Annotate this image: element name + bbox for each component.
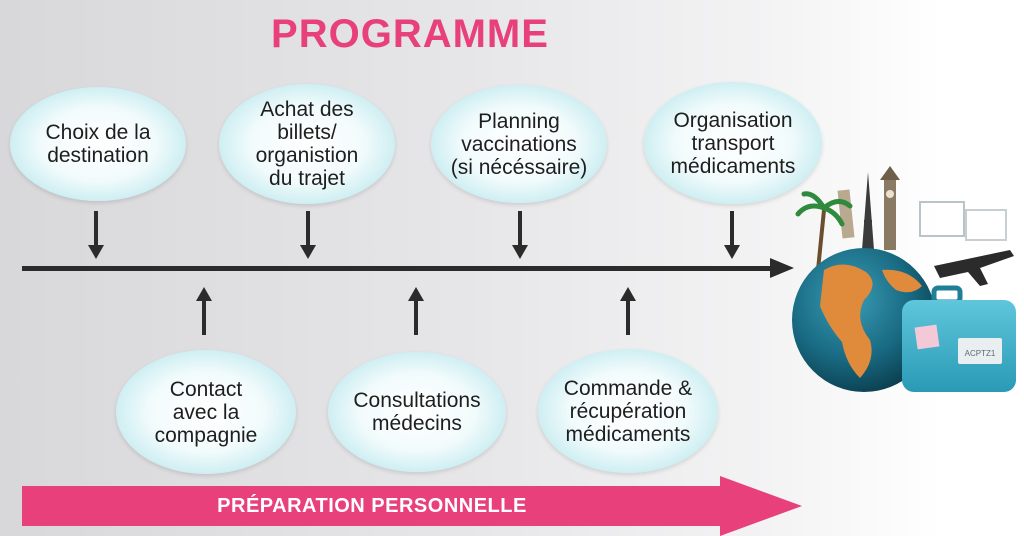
banner-arrowhead-icon: [720, 476, 802, 536]
step-commande-medicaments: Commande & récupération médicaments: [538, 349, 718, 473]
step-label: Commande & récupération médicaments: [563, 376, 693, 446]
page-title: PROGRAMME: [271, 12, 549, 56]
step-organisation-transport: Organisation transport médicaments: [644, 82, 822, 204]
big-ben-icon: [884, 180, 896, 250]
preparation-banner: PRÉPARATION PERSONNELLE: [22, 486, 722, 526]
timeline-line: [22, 266, 774, 271]
travel-globe-suitcase-icon: ACPTZ1: [792, 166, 1016, 392]
eiffel-tower-icon: [862, 172, 874, 250]
step-planning-vaccinations: Planning vaccinations (si nécéssaire): [431, 85, 607, 203]
stamp-icon: [919, 201, 965, 237]
arrow-up-icon: [196, 287, 212, 335]
step-label: Planning vaccinations (si nécéssaire): [450, 109, 588, 179]
step-label: Achat des billets/ organistion du trajet: [255, 98, 359, 190]
step-consultations-medecins: Consultations médecins: [328, 352, 506, 472]
palm-tree-icon: [795, 191, 853, 271]
step-label: Contact avec la compagnie: [154, 377, 258, 447]
suitcase-icon: ACPTZ1: [902, 285, 1016, 392]
arrow-down-icon: [88, 211, 104, 259]
arrow-up-icon: [620, 287, 636, 335]
airplane-icon: [934, 250, 1014, 286]
step-label: Choix de la destination: [45, 121, 151, 167]
svg-text:ACPTZ1: ACPTZ1: [965, 349, 996, 358]
arrow-down-icon: [300, 211, 316, 259]
step-choix-destination: Choix de la destination: [10, 87, 186, 201]
arrow-up-icon: [408, 287, 424, 335]
step-label: Organisation transport médicaments: [670, 108, 796, 178]
step-label: Consultations médecins: [353, 389, 481, 435]
leaning-tower-icon: [837, 189, 855, 239]
arrow-down-icon: [512, 211, 528, 259]
arrow-down-icon: [724, 211, 740, 259]
banner-label: PRÉPARATION PERSONNELLE: [217, 494, 527, 517]
step-achat-billets: Achat des billets/ organistion du trajet: [219, 84, 395, 204]
stamp-icon: [965, 209, 1007, 241]
timeline-arrowhead-icon: [770, 258, 794, 278]
step-contact-compagnie: Contact avec la compagnie: [116, 350, 296, 474]
